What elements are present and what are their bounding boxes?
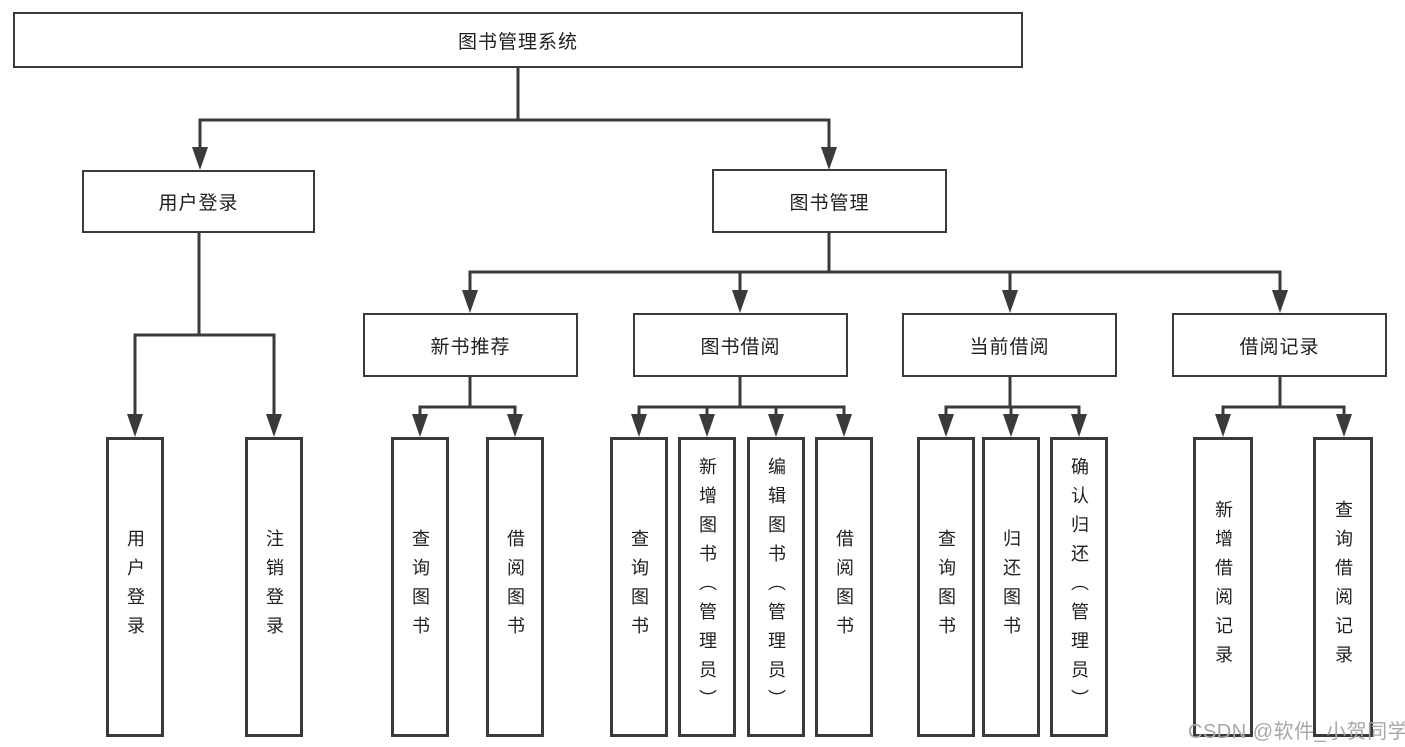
node-book-borrow: 图书借阅: [633, 313, 848, 377]
leaf-return-books: 归还图书: [982, 437, 1040, 737]
leaf-borrow-books: 借阅图书: [815, 437, 873, 737]
leaf-user-login: 用户登录: [106, 437, 164, 737]
leaf-query-books-borrow: 查询图书: [610, 437, 668, 737]
csdn-watermark: CSDN @软件_小贺同学: [1188, 721, 1405, 743]
leaf-borrow-books-recommend: 借阅图书: [486, 437, 544, 737]
node-borrow-records: 借阅记录: [1172, 313, 1387, 377]
leaf-add-borrow-record: 新增借阅记录: [1193, 437, 1253, 737]
node-user-login: 用户登录: [82, 170, 315, 233]
leaf-query-books-recommend: 查询图书: [391, 437, 449, 737]
leaf-query-borrow-record: 查询借阅记录: [1313, 437, 1373, 737]
leaf-query-books-current: 查询图书: [917, 437, 975, 737]
leaf-logout: 注销登录: [245, 437, 303, 737]
node-book-management: 图书管理: [712, 169, 947, 233]
leaf-edit-books-admin: 编辑图书（管理员）: [747, 437, 805, 737]
node-system-root: 图书管理系统: [13, 12, 1023, 68]
arrowheads: [127, 147, 1352, 437]
node-current-borrow: 当前借阅: [902, 313, 1117, 377]
leaf-confirm-return-admin: 确认归还（管理员）: [1050, 437, 1108, 737]
leaf-add-books-admin: 新增图书（管理员）: [678, 437, 736, 737]
node-new-book-recommend: 新书推荐: [363, 313, 578, 377]
